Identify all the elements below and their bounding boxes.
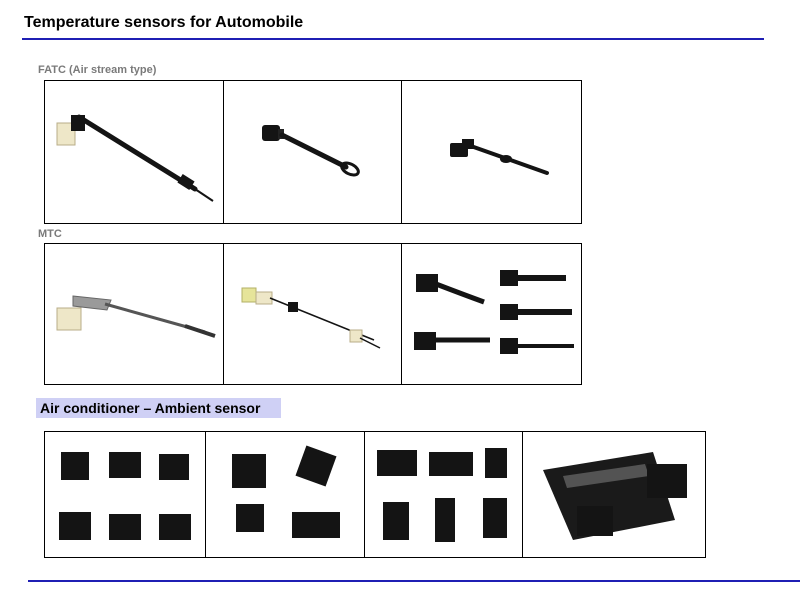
page-title: Temperature sensors for Automobile — [24, 14, 304, 31]
fatc-sensor-image-3 — [450, 139, 549, 175]
mtc-panel-2 — [223, 243, 402, 385]
fatc-sensor-image-2 — [262, 125, 360, 177]
ambient-sensor-image-1 — [59, 452, 191, 540]
ambient-sensor-image-4 — [543, 452, 687, 540]
fatc-section-label: FATC (Air stream type) — [38, 64, 157, 76]
mtc-sensor-image-3 — [414, 270, 574, 354]
mtc-sensor-image-2 — [241, 287, 381, 349]
mtc-sensor-image-1 — [56, 295, 216, 338]
ambient-sensor-image-2 — [232, 445, 340, 538]
ambient-panel-3 — [364, 431, 523, 558]
ambient-sensor-image-3 — [377, 448, 507, 542]
fatc-panel-3 — [401, 80, 582, 224]
fatc-sensor-image-1 — [56, 114, 214, 202]
fatc-panel-2 — [223, 80, 402, 224]
footer-rule — [28, 580, 800, 582]
ambient-panel-4 — [522, 431, 706, 558]
mtc-panel-1 — [44, 243, 224, 385]
ambient-sensor-banner: Air conditioner – Ambient sensor — [36, 398, 281, 418]
ambient-panel-2 — [205, 431, 365, 558]
title-underline — [22, 38, 764, 40]
mtc-panel-3 — [401, 243, 582, 385]
fatc-panel-1 — [44, 80, 224, 224]
mtc-section-label: MTC — [38, 228, 62, 240]
ambient-panel-1 — [44, 431, 206, 558]
